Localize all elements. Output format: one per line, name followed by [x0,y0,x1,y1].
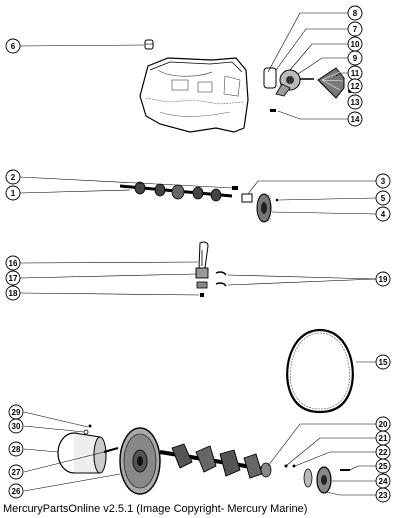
engine-block-drawing [139,57,249,133]
harmonic-balancer-drawing [57,424,119,474]
callout-3[interactable]: 3 [381,177,386,186]
callout-18[interactable]: 18 [9,289,18,298]
callout-21[interactable]: 21 [379,434,388,443]
callout-29[interactable]: 29 [12,408,21,417]
callout-6[interactable]: 6 [11,42,16,51]
callout-9[interactable]: 9 [353,54,358,63]
callout-17[interactable]: 17 [9,274,18,283]
leader-lines [19,12,377,496]
callout-4[interactable]: 4 [381,210,386,219]
callout-24[interactable]: 24 [379,477,388,486]
callout-10[interactable]: 10 [351,40,360,49]
callout-14[interactable]: 14 [351,115,360,124]
timing-chain-drawing [286,328,354,414]
callout-16[interactable]: 16 [9,259,18,268]
camshaft-drawing [119,181,279,223]
callout-2[interactable]: 2 [11,173,16,182]
copyright-footer: MercuryPartsOnline v2.5.1 (Image Copyrig… [3,503,308,515]
callout-7[interactable]: 7 [353,25,358,34]
callout-30[interactable]: 30 [12,422,21,431]
flywheel-drawing [119,427,161,495]
callout-19[interactable]: 19 [379,275,388,284]
callout-15[interactable]: 15 [379,358,388,367]
connecting-rod-drawing [195,241,227,297]
callout-circles [5,5,391,503]
callout-5[interactable]: 5 [381,194,386,203]
callout-20[interactable]: 20 [379,420,388,429]
callout-26[interactable]: 26 [12,487,21,496]
callout-8[interactable]: 8 [353,9,358,18]
callout-13[interactable]: 13 [351,98,360,107]
callout-11[interactable]: 11 [351,69,360,78]
callout-1[interactable]: 1 [11,189,16,198]
callout-numbers: 6 8 7 10 9 11 12 13 14 2 1 3 5 4 16 17 1… [9,9,388,500]
callout-22[interactable]: 22 [379,448,388,457]
callout-28[interactable]: 28 [12,445,21,454]
crank-gear-drawing [284,464,350,494]
callout-23[interactable]: 23 [379,491,388,500]
callout-12[interactable]: 12 [351,82,360,91]
oil-plug-drawing [144,39,154,50]
callout-27[interactable]: 27 [12,468,21,477]
water-pump-drawing [263,67,352,112]
crankshaft-drawing [159,443,272,479]
callout-25[interactable]: 25 [379,462,388,471]
